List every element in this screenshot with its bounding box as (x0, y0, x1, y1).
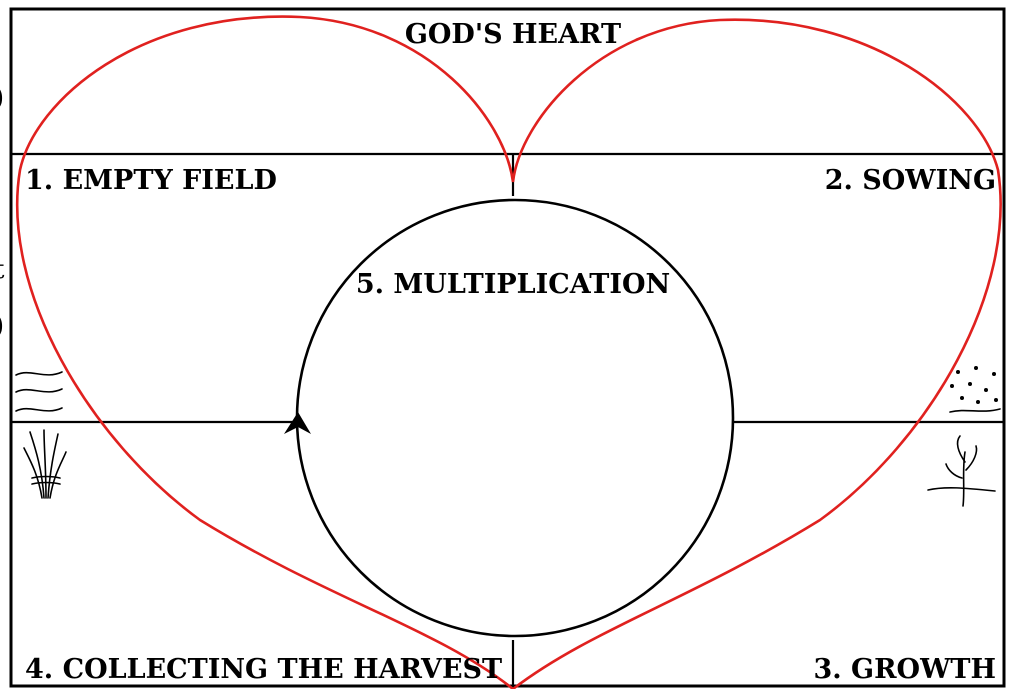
diagram-title: GOD'S HEART (405, 19, 621, 50)
wavy-lines-icon (15, 371, 63, 412)
edge-fragment: ) (0, 311, 4, 341)
edge-fragment: ) (0, 83, 4, 113)
sprout-icon (927, 435, 996, 507)
center-label-multiplication: 5. MULTIPLICATION (356, 269, 670, 300)
multiplication-circle (295, 198, 735, 638)
wheat-bundle-icon (23, 429, 67, 499)
quadrant-label-growth: 3. GROWTH (813, 654, 996, 685)
quadrant-label-collecting-harvest: 4. COLLECTING THE HARVEST (25, 654, 502, 685)
edge-fragment: t (0, 255, 5, 285)
diagram-frame (9, 7, 1006, 688)
heart-outline (15, 15, 1002, 689)
quadrant-label-empty-field: 1. EMPTY FIELD (25, 165, 277, 196)
cycle-arrow-icon (284, 412, 311, 434)
quadrant-label-sowing: 2. SOWING (825, 165, 996, 196)
scattered-seeds-icon (949, 366, 1001, 413)
